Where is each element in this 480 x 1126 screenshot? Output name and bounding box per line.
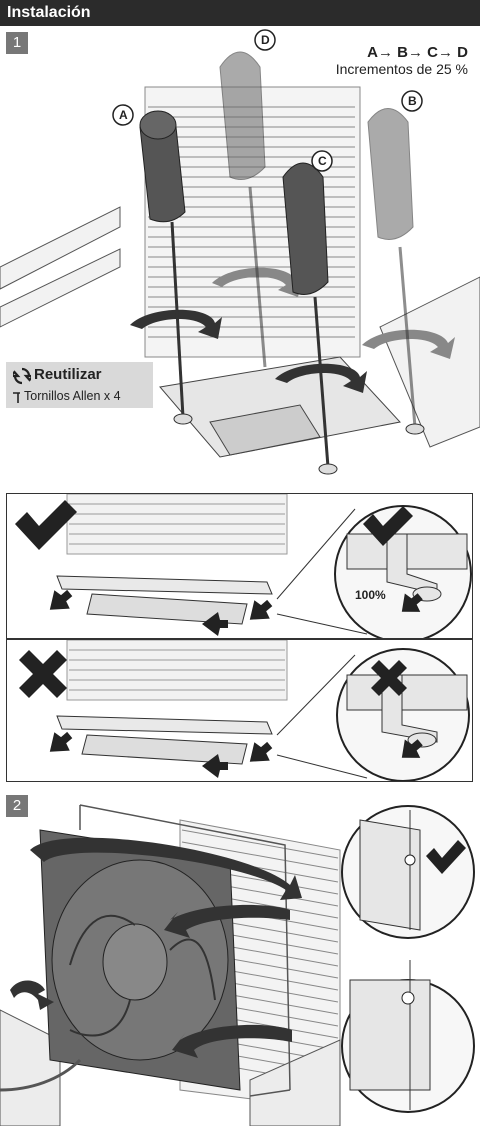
- step2-illustration: [0, 790, 480, 1126]
- section-header: Instalación: [0, 0, 480, 26]
- correct-installation-panel: 100%: [6, 493, 473, 639]
- reuse-icon: [13, 367, 31, 385]
- label-d: D: [261, 33, 270, 47]
- reuse-title: Reutilizar: [34, 366, 102, 383]
- percent-label: 100%: [355, 588, 386, 602]
- label-c: C: [318, 154, 327, 168]
- incorrect-installation-panel: [6, 639, 473, 782]
- step-number-2: 2: [6, 795, 28, 817]
- label-b: B: [408, 94, 417, 108]
- sequence-order: A→ B→ C→ D: [300, 44, 468, 61]
- cross-icon: [19, 650, 67, 698]
- reuse-box: Reutilizar Tornillos Allen x 4: [6, 362, 153, 408]
- label-a: A: [119, 108, 128, 122]
- incorrect-installation-drawing: [7, 640, 473, 782]
- sequence-increments: Incrementos de 25 %: [300, 61, 468, 77]
- allen-key-icon: [12, 391, 22, 404]
- tightening-sequence: A→ B→ C→ D Incrementos de 25 %: [300, 44, 468, 77]
- step-number-1: 1: [6, 32, 28, 54]
- step2-drawing: [0, 790, 480, 1126]
- reuse-item: Tornillos Allen x 4: [24, 389, 121, 403]
- correct-installation-drawing: [7, 494, 473, 639]
